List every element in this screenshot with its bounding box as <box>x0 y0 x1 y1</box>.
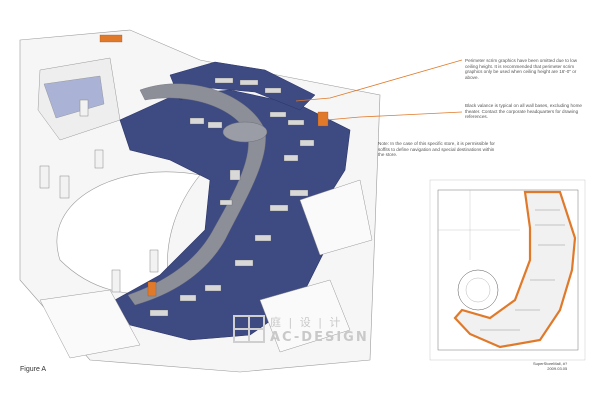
inset-floor-plan <box>429 179 586 361</box>
figure-label: Figure A <box>20 366 47 373</box>
watermark-chinese-text: 庭 | 设 | 计 <box>270 316 343 329</box>
store-specific-note: Note: In the case of this specific store… <box>378 141 495 158</box>
inset-store-outline <box>453 190 577 349</box>
center-display <box>222 121 268 143</box>
fixtures <box>149 77 315 317</box>
valance-note: Black valance is typical on all wall bas… <box>465 103 582 120</box>
columns <box>39 99 159 293</box>
watermark-english-text: AC-DESIGN <box>270 330 369 345</box>
ceiling-height-note: Perimeter scrim graphics have been omitt… <box>465 58 578 80</box>
drawing-stamp: SuperStoreMall, #? 2009.03.05 <box>533 361 567 371</box>
callout-lines <box>295 59 463 121</box>
front-walls <box>39 179 373 359</box>
watermark-emblem-icon <box>233 315 265 343</box>
stamp-line-2: 2009.03.05 <box>547 366 568 371</box>
accent-displays <box>99 34 329 297</box>
stamp-line-1: SuperStoreMall, #? <box>533 361 568 366</box>
